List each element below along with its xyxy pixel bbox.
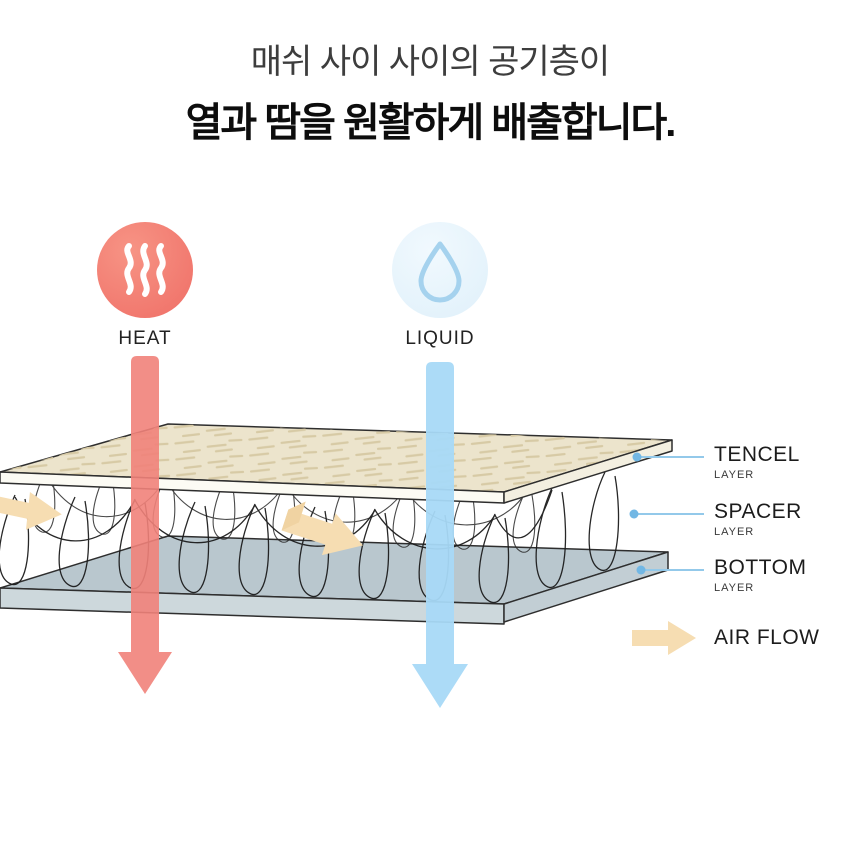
spacer-pointer: [629, 509, 704, 519]
tencel-label: TENCEL LAYER: [714, 443, 854, 482]
airflow-arrow-middle: [281, 501, 363, 556]
bottom-layer: [0, 535, 669, 625]
bottom-label: BOTTOM LAYER: [714, 556, 854, 595]
title-line-2: 열과 땀을 원활하게 배출합니다.: [185, 101, 677, 145]
heat-arrow: [118, 356, 172, 694]
airflow-arrow-left: [0, 491, 62, 530]
bottom-label-sub: LAYER: [714, 582, 755, 595]
bottom-pointer: [636, 565, 704, 575]
liquid-icon: [392, 222, 488, 318]
title-line-1: 매쉬 사이 사이의 공기층이: [250, 43, 610, 81]
spacer-label-sub: LAYER: [714, 526, 755, 539]
airflow-label: AIR FLOW: [714, 626, 820, 649]
spacer-label: SPACER LAYER: [714, 500, 854, 539]
droplet-icon: [418, 241, 462, 303]
liquid-arrow: [412, 362, 468, 708]
tencel-layer: [0, 423, 673, 504]
airflow-legend-arrow: [632, 621, 696, 655]
spacer-label-name: SPACER: [714, 500, 802, 523]
heat-waves-icon: [124, 243, 166, 297]
heat-label: HEAT: [118, 328, 172, 349]
tencel-pointer: [632, 452, 704, 462]
tencel-label-sub: LAYER: [714, 469, 755, 482]
liquid-label: LIQUID: [405, 328, 475, 349]
heat-icon: [97, 222, 193, 318]
tencel-label-name: TENCEL: [714, 443, 800, 466]
spacer-layer-loops: [0, 471, 620, 604]
bottom-label-name: BOTTOM: [714, 556, 807, 579]
